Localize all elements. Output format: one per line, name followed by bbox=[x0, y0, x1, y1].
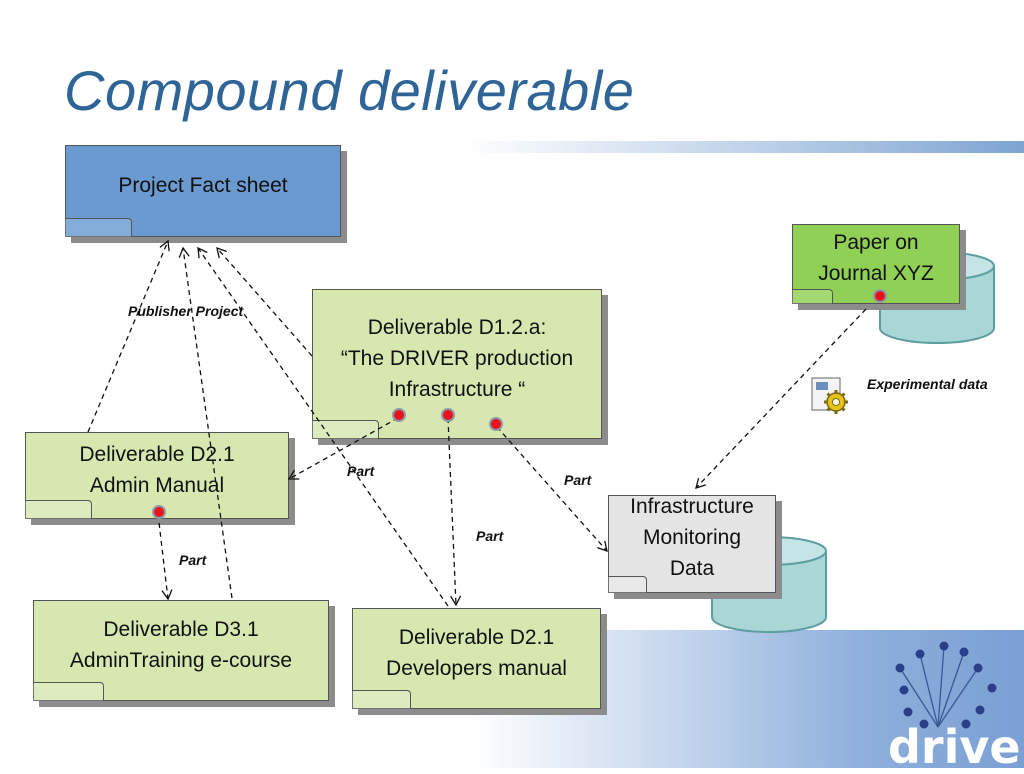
folded-corner bbox=[792, 289, 833, 304]
label-part: Part bbox=[564, 472, 592, 488]
driver-logo-icon bbox=[895, 641, 997, 729]
node-label: Deliverable D3.1 AdminTraining e-course bbox=[69, 617, 293, 672]
connector-dot bbox=[873, 289, 887, 303]
arrow-admin-part-to-d31 bbox=[157, 513, 173, 601]
node-deliverable-d21-admin[interactable]: Deliverable D2.1 Admin Manual bbox=[25, 432, 289, 519]
arrow-part-to-infra bbox=[496, 426, 608, 553]
folded-corner bbox=[608, 576, 647, 593]
node-label: Project Fact sheet bbox=[118, 173, 288, 197]
driver-logo-text: driver bbox=[888, 720, 1024, 774]
folded-corner bbox=[25, 500, 92, 519]
folded-corner bbox=[33, 682, 104, 701]
folded-corner bbox=[352, 690, 411, 709]
node-deliverable-d31[interactable]: Deliverable D3.1 AdminTraining e-course bbox=[33, 600, 329, 701]
gear-icon bbox=[811, 377, 848, 414]
node-label: Paper on Journal XYZ bbox=[818, 231, 934, 285]
connector-dot bbox=[489, 417, 503, 431]
arrow-admin-to-factsheet bbox=[87, 239, 170, 433]
title-underline-stripe bbox=[460, 141, 1024, 153]
label-part: Part bbox=[476, 528, 504, 544]
node-deliverable-d21-dev[interactable]: Deliverable D2.1 Developers manual bbox=[352, 608, 601, 709]
node-project-fact-sheet[interactable]: Project Fact sheet bbox=[65, 145, 341, 237]
arrow-part-to-admin bbox=[287, 417, 399, 480]
label-part: Part bbox=[347, 463, 375, 479]
label-publisher-project: Publisher Project bbox=[128, 303, 244, 319]
arrow-dev-to-factsheet bbox=[197, 246, 449, 607]
node-deliverable-d12a[interactable]: Deliverable D1.2.a: “The DRIVER producti… bbox=[312, 289, 602, 439]
node-label: Deliverable D1.2.a: “The DRIVER producti… bbox=[340, 315, 574, 401]
label-part: Part bbox=[179, 552, 207, 568]
node-label: Deliverable D2.1 Developers manual bbox=[386, 625, 567, 680]
connector-dot bbox=[392, 408, 406, 422]
node-label: Deliverable D2.1 Admin Manual bbox=[79, 442, 235, 497]
label-experimental-data: Experimental data bbox=[867, 376, 988, 392]
connector-dot bbox=[441, 408, 455, 422]
node-label: Infrastructure Monitoring Data bbox=[630, 494, 754, 580]
arrow-d12a-to-factsheet bbox=[216, 246, 313, 357]
arrow-part-to-dev bbox=[447, 417, 462, 607]
arrow-d31-to-factsheet bbox=[178, 246, 233, 599]
folded-corner bbox=[65, 218, 132, 237]
node-infrastructure-monitoring-data[interactable]: Infrastructure Monitoring Data bbox=[608, 495, 776, 593]
connector-dot bbox=[152, 505, 166, 519]
slide-title: Compound deliverable bbox=[64, 59, 635, 122]
